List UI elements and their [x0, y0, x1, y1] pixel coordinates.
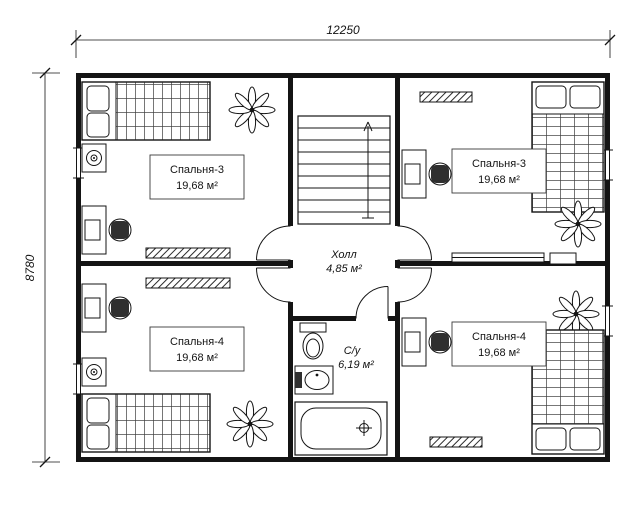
dresser — [451, 252, 577, 265]
desk — [81, 283, 107, 333]
clothes-rack — [145, 277, 231, 289]
dimension-width-label: 12250 — [326, 23, 360, 37]
stairs-direction-arrow — [362, 121, 374, 219]
room-bedroom3-left: Спальня-3 19,68 м² — [81, 81, 276, 259]
desk-chair — [108, 296, 132, 320]
room-bedroom3-right: Спальня-3 19,68 м² — [401, 81, 605, 265]
window — [602, 305, 613, 337]
room-area-label: 19,68 м² — [176, 352, 218, 364]
desk-chair — [108, 218, 132, 242]
door-bathroom — [355, 286, 389, 319]
room-bedroom4-right: Спальня-4 19,68 м² — [401, 290, 605, 455]
room-area-label: 6,19 м² — [338, 359, 374, 371]
desk — [81, 205, 107, 255]
room-name-label: Спальня-4 — [472, 331, 526, 343]
nightstand-lamp — [81, 357, 107, 387]
room-area-label: 19,68 м² — [176, 180, 218, 192]
dimension-height-label: 8780 — [23, 254, 37, 281]
room-name-label: Спальня-4 — [170, 336, 224, 348]
door-bedroom4-left — [256, 267, 291, 303]
interior-walls — [81, 78, 605, 457]
plant — [226, 400, 274, 448]
room-area-label: 4,85 м² — [326, 263, 362, 275]
desk — [401, 317, 427, 367]
room-name-label: С/у — [344, 345, 362, 357]
room-area-label: 19,68 м² — [478, 347, 520, 359]
room-label: Спальня-4 19,68 м² — [149, 326, 245, 372]
clothes-rack — [145, 247, 231, 259]
toilet — [299, 322, 327, 360]
sink — [294, 365, 334, 395]
clothes-rack — [419, 91, 473, 103]
room-label: Спальня-3 19,68 м² — [451, 148, 547, 194]
nightstand-lamp — [81, 143, 107, 173]
door-bedroom4-right — [397, 267, 432, 303]
bathtub — [294, 401, 388, 456]
dimension-top — [70, 30, 616, 58]
dimension-left — [32, 67, 60, 468]
clothes-rack — [429, 436, 483, 448]
room-name-label: Спальня-3 — [472, 158, 526, 170]
desk-chair — [428, 330, 452, 354]
staircase — [297, 115, 391, 225]
door-bedroom3-right — [397, 225, 432, 261]
room-bathroom: С/у 6,19 м² — [294, 322, 388, 456]
room-area-label: 19,68 м² — [478, 174, 520, 186]
bed — [81, 393, 211, 453]
desk — [401, 149, 427, 199]
room-hall: Холл 4,85 м² — [326, 249, 362, 275]
plant — [554, 200, 602, 248]
door-bedroom3-left — [256, 225, 291, 261]
room-name-label: Спальня-3 — [170, 164, 224, 176]
room-bedroom4-left: Спальня-4 19,68 м² — [81, 277, 274, 453]
room-name-label: Холл — [330, 249, 356, 261]
doors — [256, 225, 432, 319]
bed — [81, 81, 211, 141]
desk-chair — [428, 162, 452, 186]
room-label: Спальня-4 19,68 м² — [451, 321, 547, 367]
room-label: Спальня-3 19,68 м² — [149, 154, 245, 200]
plant — [228, 86, 276, 134]
